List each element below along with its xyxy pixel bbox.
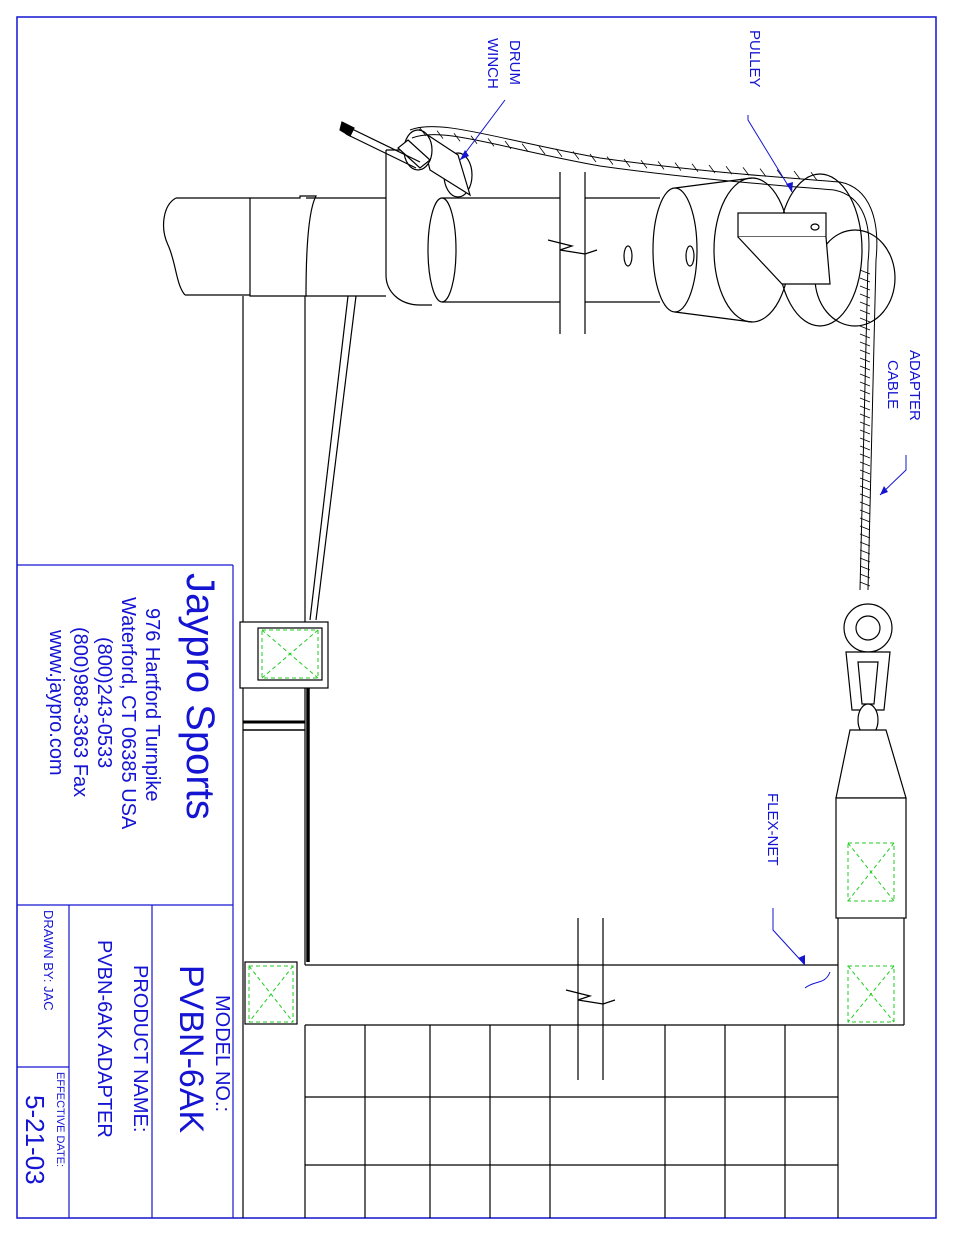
pulley-bracket <box>737 212 831 285</box>
braid-stroke <box>623 158 631 168</box>
braid-stroke <box>859 501 871 507</box>
braid-stroke <box>859 429 871 435</box>
title-block-frame <box>17 564 234 1218</box>
braid-stroke <box>859 461 871 467</box>
braid-stroke <box>859 269 871 275</box>
braid-stroke <box>859 557 871 563</box>
effective-date-value: 5-21-03 <box>20 1095 50 1185</box>
braid-stroke <box>810 171 818 181</box>
braid-stroke <box>859 517 871 523</box>
braid-stroke <box>859 421 871 427</box>
company-address-line1: 976 Hartford Turnpike <box>141 608 163 802</box>
braid-stroke <box>487 138 495 147</box>
braid-stroke <box>674 162 682 171</box>
braid-stroke <box>859 533 871 539</box>
company-fax: (800)988-3363 Fax <box>69 627 91 798</box>
braid-stroke <box>859 445 871 451</box>
braid-stroke <box>742 167 750 176</box>
braid-stroke <box>859 581 871 587</box>
braid-stroke <box>859 453 871 459</box>
braid-stroke <box>555 148 563 158</box>
braid-stroke <box>859 477 871 483</box>
braid-stroke <box>859 357 871 363</box>
braid-stroke <box>859 389 871 395</box>
braid-stroke <box>419 127 427 137</box>
company-website: www.jaypro.com <box>45 630 67 776</box>
braid-stroke <box>859 437 871 443</box>
braid-stroke <box>859 525 871 531</box>
flex-net-label: FLEX-NET <box>764 793 781 866</box>
adapter-cable-label-line1: ADAPTER <box>906 350 923 421</box>
braid-stroke <box>859 301 871 307</box>
braid-stroke <box>859 365 871 371</box>
braid-stroke <box>859 325 871 331</box>
product-label: PRODUCT NAME: <box>129 965 151 1133</box>
drum-winch-label-line1: DRUM <box>506 40 523 85</box>
cable-braid <box>419 127 871 587</box>
braid-stroke <box>470 135 478 145</box>
braid-stroke <box>589 153 597 163</box>
product-value: PVBN-6AK ADAPTER <box>93 940 115 1138</box>
adapter-cable <box>409 126 878 591</box>
sheet-border <box>16 16 937 1219</box>
braid-stroke <box>859 277 871 283</box>
braid-stroke <box>859 413 871 419</box>
net <box>304 918 905 1218</box>
leader-lines <box>459 99 907 989</box>
drum-winch <box>339 121 473 198</box>
cable-fitting <box>835 603 907 919</box>
top-pole <box>162 149 896 334</box>
braid-stroke <box>859 373 871 379</box>
braid-stroke <box>725 165 733 175</box>
braid-stroke <box>859 493 871 499</box>
braid-stroke <box>859 309 871 315</box>
braid-stroke <box>859 573 871 579</box>
upright-pole <box>239 295 357 1218</box>
braid-stroke <box>859 509 871 515</box>
braid-stroke <box>859 349 871 355</box>
braid-stroke <box>657 161 665 170</box>
braid-stroke <box>859 285 871 291</box>
braid-stroke <box>859 397 871 403</box>
company-name: Jaypro Sports <box>178 573 222 820</box>
company-phone: (800)243-0533 <box>93 637 115 769</box>
braid-stroke <box>859 341 871 347</box>
model-label: MODEL NO.: <box>211 995 233 1113</box>
anchor-markers <box>248 629 895 1023</box>
braid-stroke <box>859 485 871 491</box>
braid-stroke <box>859 317 871 323</box>
braid-stroke <box>859 405 871 411</box>
effective-date-label: EFFECTIVE DATE: <box>54 1072 66 1168</box>
braid-stroke <box>504 140 512 150</box>
model-value: PVBN-6AK <box>172 965 210 1134</box>
company-address-line2: Waterford, CT 06385 USA <box>117 597 139 830</box>
braid-stroke <box>859 549 871 555</box>
braid-stroke <box>759 168 767 177</box>
braid-stroke <box>859 541 871 547</box>
braid-stroke <box>859 333 871 339</box>
braid-stroke <box>436 130 444 139</box>
braid-stroke <box>572 151 580 160</box>
braid-stroke <box>521 143 529 152</box>
braid-stroke <box>859 565 871 571</box>
drawn-by: DRAWN BY: JAC <box>41 910 56 1011</box>
braid-stroke <box>793 170 801 180</box>
braid-stroke <box>453 132 461 142</box>
braid-stroke <box>538 145 546 155</box>
braid-stroke <box>859 293 871 299</box>
braid-stroke <box>859 381 871 387</box>
braid-stroke <box>691 163 699 173</box>
pulley-label: PULLEY <box>746 30 763 88</box>
braid-stroke <box>640 159 648 169</box>
braid-stroke <box>708 164 716 174</box>
braid-stroke <box>859 469 871 475</box>
braid-stroke <box>606 156 614 165</box>
drum-winch-label-line2: WINCH <box>484 38 501 89</box>
arrowheads <box>460 150 888 965</box>
adapter-cable-label-line2: CABLE <box>884 360 901 410</box>
